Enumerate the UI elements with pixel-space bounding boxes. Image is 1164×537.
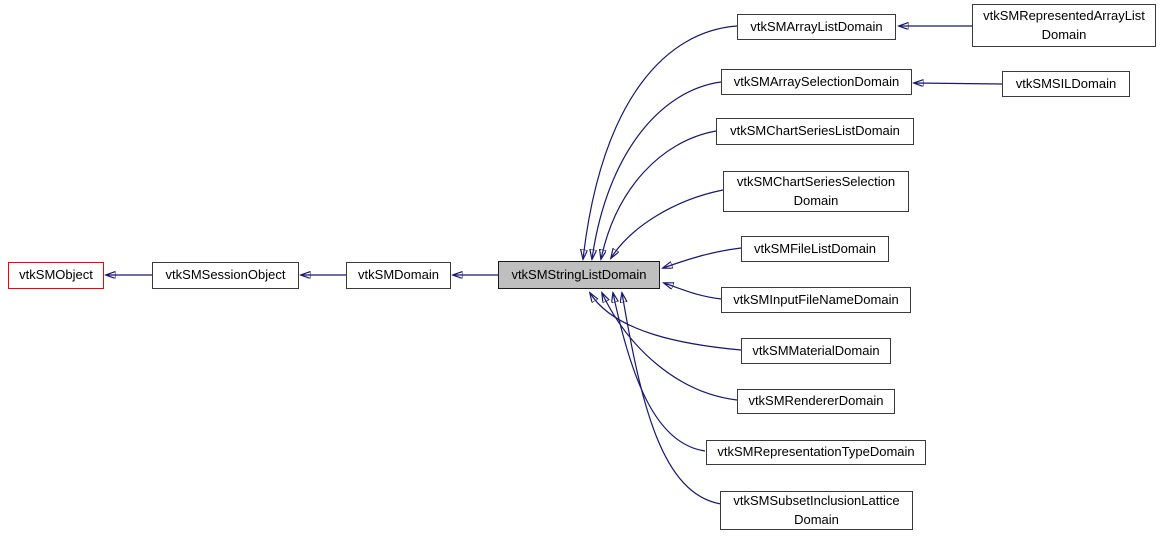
edge-renderer-to-stringlist [602,293,738,401]
class-node-vtkSMStringListDomain-current: vtkSMStringListDomain [498,261,660,289]
edge-filelist-to-stringlist [663,247,742,268]
class-node-vtkSMSessionObject[interactable]: vtkSMSessionObject [152,262,299,289]
class-node-vtkSMMaterialDomain[interactable]: vtkSMMaterialDomain [741,338,891,364]
class-node-vtkSMRepresentedArrayListDomain[interactable]: vtkSMRepresentedArrayList Domain [972,4,1156,47]
class-node-vtkSMSubsetInclusionLatticeDomain[interactable]: vtkSMSubsetInclusionLattice Domain [720,491,913,530]
edge-material-to-stringlist [590,293,742,351]
edge-arraysel-to-stringlist [592,81,722,259]
class-node-vtkSMRepresentationTypeDomain[interactable]: vtkSMRepresentationTypeDomain [706,440,926,465]
edge-inputfile-to-stringlist [664,283,722,300]
edge-subset-to-stringlist [622,293,722,505]
edge-reptype-to-stringlist [613,293,706,452]
edge-sil-to-arraysel [914,83,1003,84]
class-node-vtkSMObject[interactable]: vtkSMObject [8,262,104,289]
class-node-vtkSMArrayListDomain[interactable]: vtkSMArrayListDomain [737,14,896,40]
class-node-vtkSMDomain[interactable]: vtkSMDomain [346,262,451,289]
class-node-vtkSMInputFileNameDomain[interactable]: vtkSMInputFileNameDomain [721,287,911,313]
edge-chartsel-to-stringlist [611,189,724,258]
class-node-vtkSMRendererDomain[interactable]: vtkSMRendererDomain [737,389,895,414]
edge-chartlist-to-stringlist [601,130,717,259]
class-node-vtkSMSILDomain[interactable]: vtkSMSILDomain [1002,71,1130,97]
edge-arraylist-to-stringlist [583,25,738,259]
class-node-vtkSMChartSeriesListDomain[interactable]: vtkSMChartSeriesListDomain [716,118,914,145]
class-node-vtkSMFileListDomain[interactable]: vtkSMFileListDomain [741,236,889,262]
class-node-vtkSMChartSeriesSelectionDomain[interactable]: vtkSMChartSeriesSelection Domain [723,171,909,212]
class-node-vtkSMArraySelectionDomain[interactable]: vtkSMArraySelectionDomain [721,69,912,95]
